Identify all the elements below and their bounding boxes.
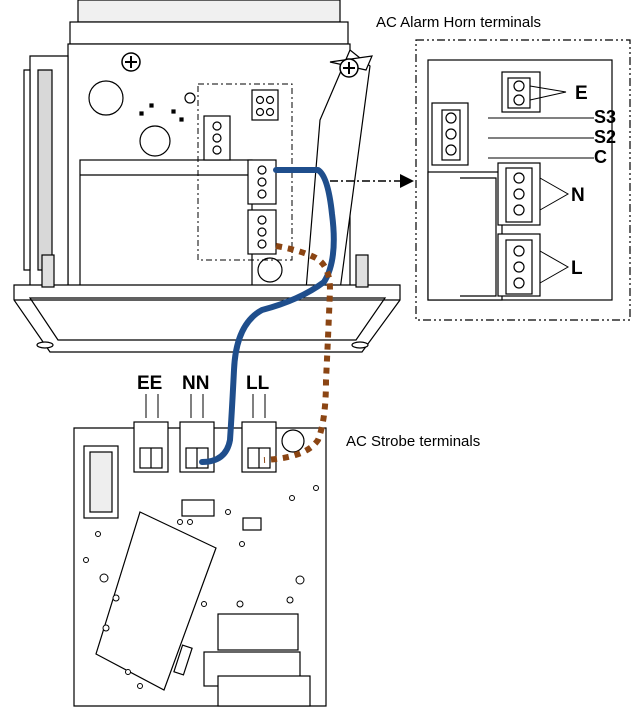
label-earth: E (575, 83, 588, 104)
label-s2: S2 (594, 127, 616, 147)
pcb-holes (83, 485, 319, 689)
label-neutral: N (571, 185, 585, 206)
horn-terminal-leaders (488, 85, 594, 284)
label-line: L (571, 258, 583, 279)
horn-terminal-board (427, 59, 613, 301)
strobe-label-earth: EE (137, 373, 162, 394)
strobe-label-line: LL (246, 373, 270, 394)
horn-terminals-caption: AC Alarm Horn terminals (376, 14, 541, 31)
screw-icon (339, 58, 359, 78)
label-s3: S3 (594, 107, 616, 127)
housing-terminal-blocks (203, 89, 279, 255)
screw-icon (121, 52, 141, 72)
label-common: C (594, 147, 607, 167)
strobe-terminal-leads (145, 394, 266, 418)
strobe-pcb (73, 427, 327, 707)
line-wire (263, 243, 334, 463)
housing-components (88, 80, 283, 283)
strobe-label-neutral: NN (182, 373, 209, 394)
neutral-wire (199, 167, 337, 465)
horn-housing (13, 0, 401, 353)
arrow-head-icon (400, 174, 414, 188)
strobe-terminals-caption: AC Strobe terminals (346, 433, 480, 450)
